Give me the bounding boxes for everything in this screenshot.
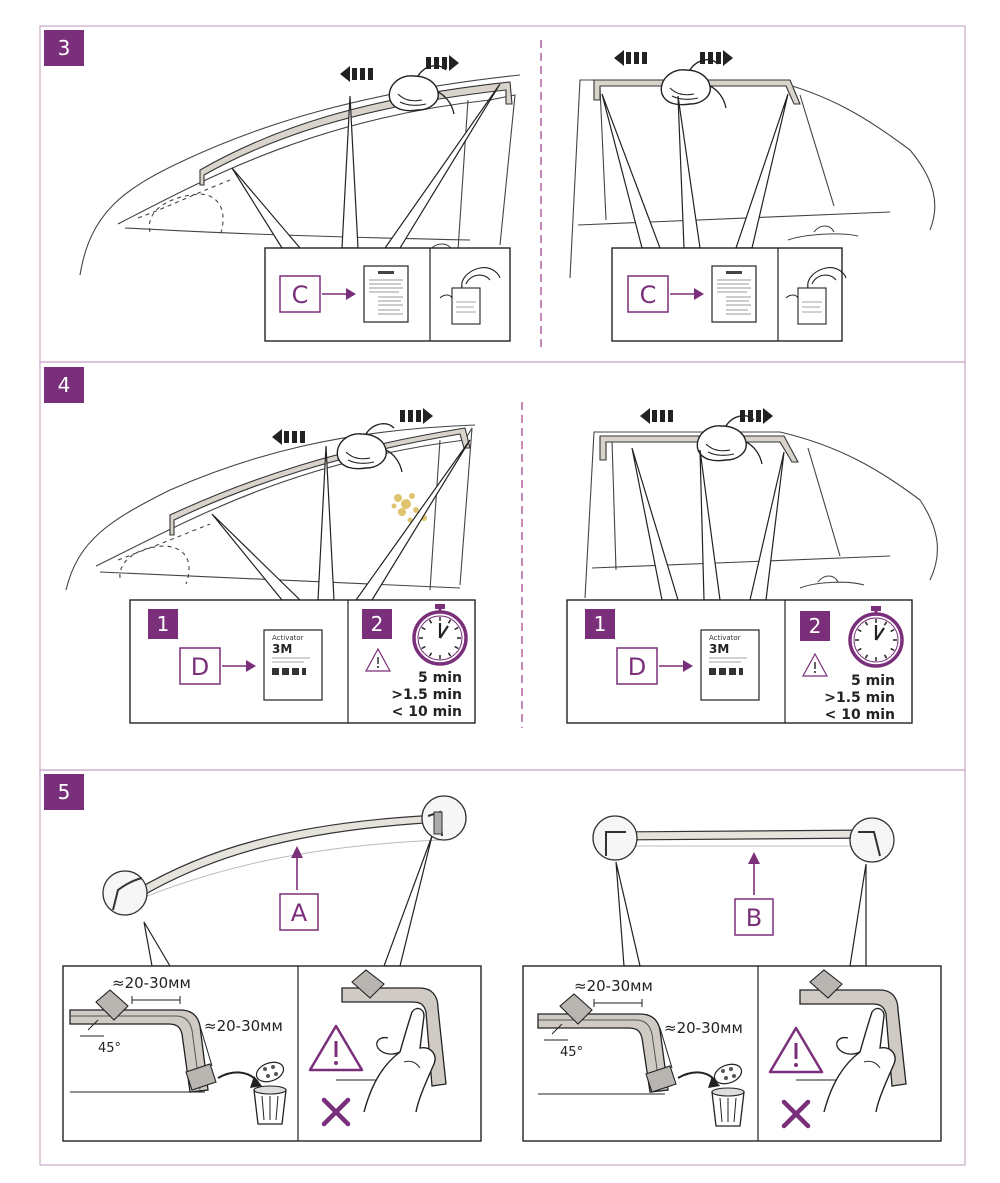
arrow-right-icon xyxy=(426,55,459,71)
step-4-badge xyxy=(44,367,84,403)
time-right-0: 5 min xyxy=(851,673,895,689)
step-4-section: 4 1 D Activator 3M xyxy=(39,361,966,771)
wipe-pad-icon xyxy=(363,265,409,323)
step-4-right-car xyxy=(584,431,938,599)
wipe-pad-icon xyxy=(711,265,757,323)
step-4-left-car xyxy=(65,424,476,591)
svg-text:Activator: Activator xyxy=(272,634,304,642)
step-3-left-car xyxy=(79,74,521,276)
dirt-spot xyxy=(391,493,427,523)
arrow-right-icon xyxy=(700,50,733,66)
time-left-1: >1.5 min xyxy=(391,687,462,703)
substep-2-left: 2 xyxy=(371,612,384,636)
deflector-b xyxy=(592,815,895,863)
step-5-badge xyxy=(44,774,84,810)
measure-top-right: ≈20-30мм xyxy=(574,977,653,995)
label-d-left: D xyxy=(191,653,209,681)
trash-bin-icon xyxy=(711,1060,745,1127)
hand-icon xyxy=(388,65,455,115)
step-3-badge xyxy=(44,30,84,66)
time-right-1: >1.5 min xyxy=(824,690,895,706)
arrow-left-icon xyxy=(272,429,305,445)
step-3-left-deflector xyxy=(199,81,513,186)
label-a: A xyxy=(291,899,308,927)
angle-left: 45° xyxy=(98,1041,121,1056)
time-left-0: 5 min xyxy=(418,670,462,686)
time-right-2: < 10 min xyxy=(825,707,895,723)
arrow-right-icon xyxy=(400,408,433,424)
deflector-a xyxy=(102,795,467,916)
substep-1-right: 1 xyxy=(594,612,607,636)
step-3-number: 3 xyxy=(58,36,71,60)
brand-3m-right: 3M xyxy=(709,642,729,656)
arrow-left-icon xyxy=(614,50,647,66)
step-4-number: 4 xyxy=(58,373,71,397)
trash-bin-icon xyxy=(253,1058,287,1125)
primer-pad-icon xyxy=(263,629,323,701)
step-5-number: 5 xyxy=(58,780,71,804)
step-5-section: 5 A ≈20-30мм ≈20-30мм 45° xyxy=(39,769,966,1166)
brand-3m-left: 3M xyxy=(272,642,292,656)
label-c-left: C xyxy=(292,281,309,309)
step-3-section: 3 C xyxy=(39,25,966,363)
arrow-left-icon xyxy=(340,66,373,82)
time-left-2: < 10 min xyxy=(392,704,462,720)
measure-side-left: ≈20-30мм xyxy=(204,1017,283,1035)
measure-side-right: ≈20-30мм xyxy=(664,1019,743,1037)
svg-text:Activator: Activator xyxy=(709,634,741,642)
angle-right: 45° xyxy=(560,1045,583,1060)
label-d-right: D xyxy=(628,653,646,681)
step-3-right-deflector xyxy=(593,79,801,105)
primer-pad-icon xyxy=(700,629,760,701)
label-b: B xyxy=(746,904,762,932)
substep-2-right: 2 xyxy=(809,614,822,638)
substep-1-left: 1 xyxy=(157,612,170,636)
label-c-right: C xyxy=(640,281,657,309)
arrow-left-icon xyxy=(640,408,673,424)
measure-top-left: ≈20-30мм xyxy=(112,974,191,992)
step-3-right-car xyxy=(569,79,936,279)
